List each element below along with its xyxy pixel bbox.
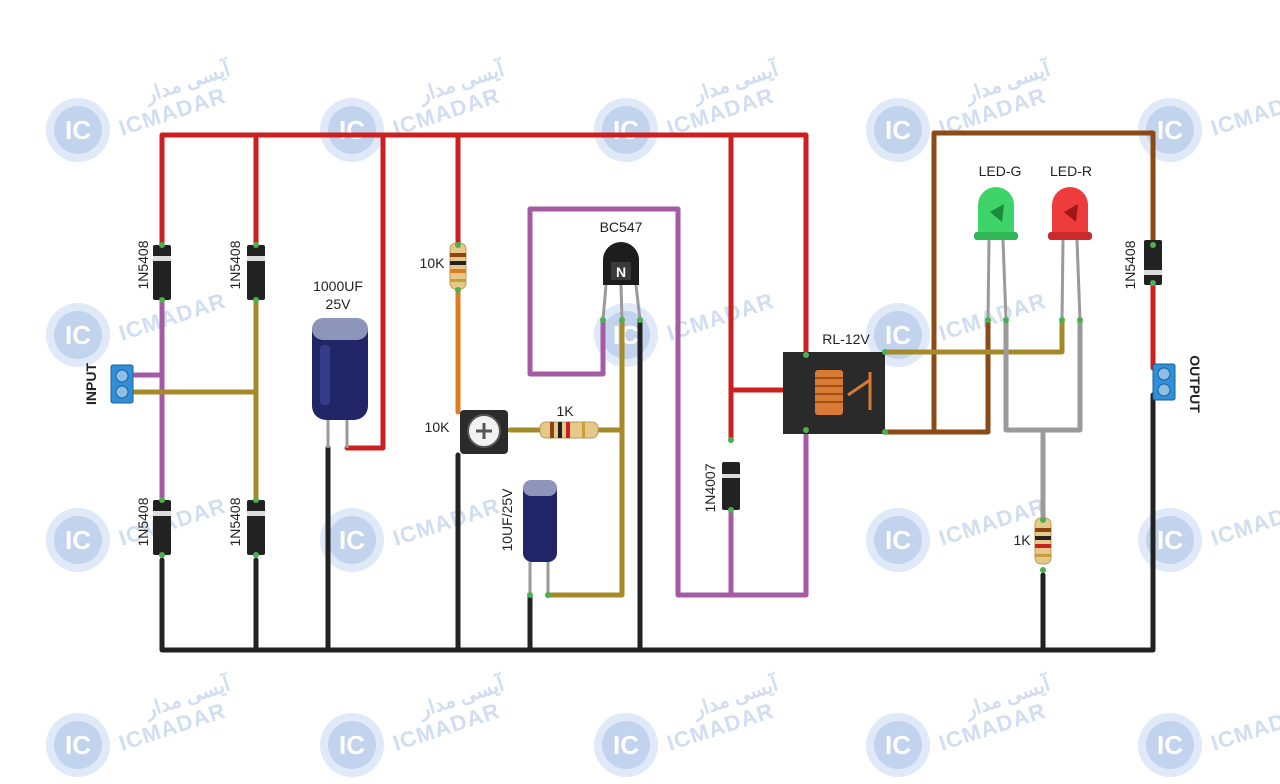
transistor-bc547	[601, 242, 642, 321]
watermark-logo: IC	[1157, 115, 1183, 145]
wire-relay-led-r	[882, 317, 1065, 355]
label-resistor-1k-led: 1K	[1013, 532, 1031, 548]
watermark: IC ICMADAR آیسی مدار	[594, 670, 783, 777]
diode-d1	[153, 245, 171, 300]
label-led-green: LED-G	[979, 163, 1022, 179]
watermark-logo: IC	[885, 730, 911, 760]
diode-output	[1144, 240, 1162, 285]
output-terminal	[1152, 363, 1176, 401]
led-green	[974, 187, 1018, 321]
watermark-logo: IC	[339, 115, 365, 145]
label-led-red: LED-R	[1050, 163, 1092, 179]
capacitor-1000uf	[312, 318, 368, 448]
watermark-brand: ICMADAR	[936, 288, 1049, 346]
watermark: IC ICMADAR آیسی مدار	[46, 670, 235, 777]
watermark-logo: IC	[65, 115, 91, 145]
watermark-logo: IC	[613, 730, 639, 760]
watermark: IC ICMADAR	[1138, 698, 1280, 777]
resistor-1k-base	[539, 421, 599, 439]
label-diode-d4: 1N5408	[227, 497, 243, 546]
led-red	[1048, 187, 1092, 321]
labels: INPUT OUTPUT 1N5408 1N5408 1N5408 1N5408…	[83, 163, 1203, 552]
watermark-logo: IC	[885, 320, 911, 350]
label-input: INPUT	[83, 363, 99, 405]
label-relay: RL-12V	[822, 331, 870, 347]
diode-d4	[247, 500, 265, 555]
label-diode-output: 1N5408	[1122, 240, 1138, 289]
wire-bridge-ac-b	[132, 297, 259, 503]
watermark: IC ICMADAR	[866, 288, 1049, 367]
watermark-logo: IC	[1157, 525, 1183, 555]
wire-positive-rail	[159, 132, 809, 451]
wires	[132, 130, 1156, 653]
watermark-logo: IC	[339, 525, 365, 555]
watermark: IC ICMADAR	[1138, 83, 1280, 162]
label-capacitor-value: 1000UF	[313, 278, 363, 294]
watermark-brand: ICMADAR	[936, 493, 1049, 551]
label-capacitor-voltage: 25V	[326, 296, 352, 312]
watermark-brand: ICMADAR	[664, 288, 777, 346]
potentiometer-10k[interactable]	[460, 410, 508, 454]
wire-base-network	[507, 317, 625, 598]
watermark: IC ICMADAR آیسی مدار	[46, 55, 235, 162]
diode-d3	[153, 500, 171, 555]
wire-ground-rail	[159, 317, 1156, 653]
label-diode-d3: 1N5408	[135, 497, 151, 546]
watermark-brand: ICMADAR	[1208, 83, 1280, 141]
label-diode-flyback: 1N4007	[702, 463, 718, 512]
watermark-logo: IC	[65, 730, 91, 760]
watermark-brand: ICMADAR	[116, 288, 229, 346]
resistor-10k-top	[449, 242, 467, 290]
input-terminal	[110, 364, 134, 404]
watermark-logo: IC	[613, 115, 639, 145]
wire-led-cathodes	[1003, 317, 1083, 523]
watermark-brand: ICMADAR	[1208, 493, 1280, 551]
capacitor-10uf	[523, 480, 557, 595]
wire-collector-loop	[527, 206, 809, 598]
watermark-logo: IC	[885, 525, 911, 555]
watermark: IC ICMADAR آیسی مدار	[320, 55, 509, 162]
watermark-logo: IC	[339, 730, 365, 760]
diode-flyback	[722, 462, 740, 510]
label-diode-d2: 1N5408	[227, 240, 243, 289]
label-transistor-mark: N	[616, 264, 626, 280]
watermark-logo: IC	[65, 525, 91, 555]
watermark-logo: IC	[613, 320, 639, 350]
label-resistor-10k: 10K	[420, 255, 446, 271]
label-resistor-1k-base: 1K	[556, 403, 574, 419]
resistor-1k-led	[1034, 517, 1052, 565]
watermark-brand: ICMADAR	[116, 493, 229, 551]
watermark-layer: IC ICMADAR آیسی مدار IC ICMADAR آیسی مدا…	[46, 55, 1280, 777]
label-diode-d1: 1N5408	[135, 240, 151, 289]
wire-bridge-ac-a	[132, 297, 165, 503]
junction-dots	[159, 242, 1156, 598]
label-transistor: BC547	[600, 219, 643, 235]
diode-d2	[247, 245, 265, 300]
watermark: IC ICMADAR	[320, 493, 503, 572]
watermark: IC ICMADAR آیسی مدار	[594, 55, 783, 162]
watermark-brand: ICMADAR	[1208, 698, 1280, 756]
watermark: IC ICMADAR آیسی مدار	[866, 55, 1055, 162]
watermark: IC ICMADAR	[1138, 493, 1280, 572]
watermark-logo: IC	[65, 320, 91, 350]
watermark-brand: ICMADAR	[390, 493, 503, 551]
wire-relay-contacts	[882, 130, 1156, 435]
relay-12v	[783, 352, 885, 434]
watermark: IC ICMADAR آیسی مدار	[866, 670, 1055, 777]
watermark: IC ICMADAR آیسی مدار	[320, 670, 509, 777]
label-potentiometer: 10K	[425, 419, 451, 435]
watermark-logo: IC	[885, 115, 911, 145]
watermark: IC ICMADAR	[46, 288, 229, 367]
label-capacitor-10uf: 10UF/25V	[499, 488, 515, 552]
watermark-logo: IC	[1157, 730, 1183, 760]
label-output: OUTPUT	[1187, 355, 1203, 413]
